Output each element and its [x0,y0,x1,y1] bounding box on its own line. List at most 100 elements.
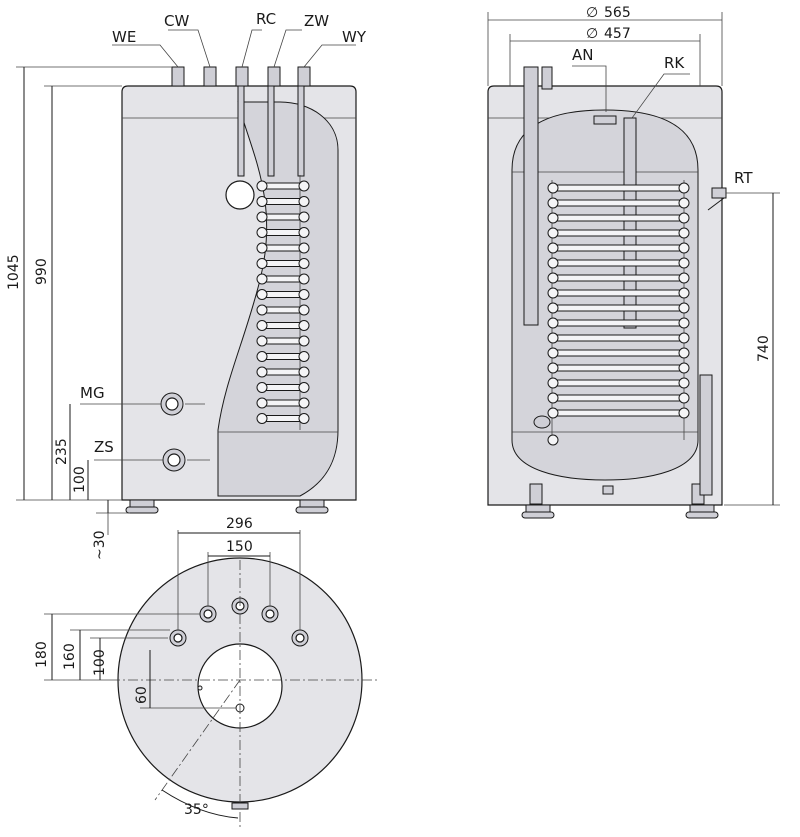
side-coil-loop [552,214,685,222]
front-coil-end [256,351,268,362]
label-cw: CW [164,12,189,30]
front-coil-loop [261,198,305,205]
side-coil-end [547,392,559,404]
anode-rod [523,66,539,326]
front-coil-loop [261,229,305,236]
side-coil-loop [552,319,685,327]
side-coil-end [547,302,559,314]
side-coil-end [547,257,559,269]
front-coil-end [298,242,310,254]
side-coil-group [547,182,690,419]
side-coil-loop [552,334,685,342]
side-coil-end [547,182,559,194]
front-coil-end [298,227,310,238]
side-coil-loop [552,304,685,312]
front-coil-end [298,211,310,223]
side-coil-end [678,392,690,404]
diameter-symbol-inner: ∅ [586,26,598,42]
side-coil-end [547,212,559,224]
front-coil-end [256,196,268,207]
front-coil-group [256,180,310,424]
side-coil-end [547,242,559,254]
side-coil-end [678,317,690,329]
label-mg: MG [80,384,105,402]
front-coil-end [298,397,310,409]
pipe-cw [203,66,217,87]
front-coil-end [256,211,268,223]
side-coil-loop [552,349,685,357]
front-coil-end [298,335,310,347]
dim-1045: 1045 [6,254,22,290]
label-an: AN [572,46,593,64]
side-coil-end [678,257,690,269]
side-coil-loop [552,184,685,192]
front-coil-end [256,227,268,238]
side-coil-loop [552,289,685,297]
front-coil-end [298,180,310,192]
side-coil-end [678,287,690,299]
front-coil-loop [261,182,305,190]
front-coil-loop [261,275,305,283]
side-coil-end [547,377,559,389]
front-coil-end [298,196,310,207]
front-coil-end [298,304,310,316]
front-coil-loop [261,353,305,360]
side-coil-loop [552,409,685,417]
label-rt: RT [734,169,753,187]
front-coil-end [256,289,268,300]
side-coil-loop [552,379,685,387]
dim-565: 565 [604,5,631,21]
label-rk: RK [664,54,685,72]
dim-740: 740 [756,335,772,362]
front-coil-loop [261,291,305,298]
label-wy: WY [342,28,367,46]
pipe-zw [267,66,281,87]
dim-100-front: 100 [72,466,88,493]
side-coil-end [547,197,559,209]
front-coil-end [256,366,268,378]
side-coil-end [547,347,559,359]
front-coil-loop [261,415,305,422]
front-coil-end [298,413,310,424]
side-view: ∅ 565 ∅ 457 AN RK RT 740 [487,5,780,519]
side-coil-end [547,227,559,239]
front-coil-end [256,397,268,409]
dim-457: 457 [604,26,631,42]
front-coil-loop [261,337,305,345]
side-coil-end [678,242,690,254]
side-coil-end [547,272,559,284]
front-coil-end [256,304,268,316]
front-foot-right-pad [295,506,329,514]
side-coil-loop [552,394,685,402]
dim-296: 296 [226,516,253,532]
front-coil-loop [261,260,305,267]
dim-feet: ~30 [92,530,108,560]
front-coil-loop [261,384,305,391]
side-coil-end [678,302,690,314]
dim-60: 60 [134,686,150,704]
dim-990: 990 [34,258,50,285]
front-coil-end [256,242,268,254]
side-coil-end [547,362,559,374]
label-zs: ZS [94,438,114,456]
side-coil-end [678,272,690,284]
front-foot-right [299,499,325,508]
side-coil-loop [552,274,685,282]
top-view: 296 150 180 160 100 60 35° [34,516,380,830]
diameter-symbol-outer: ∅ [586,5,598,21]
front-coil-end [298,351,310,362]
side-coil-end [678,332,690,344]
front-coil-end [256,320,268,331]
side-coil-end [547,317,559,329]
front-coil-end [298,382,310,393]
front-foot-left [129,499,155,508]
front-coil-end [256,382,268,393]
front-coil-loop [261,213,305,221]
dim-160: 160 [62,643,78,670]
side-coil-loop [552,229,685,237]
front-coil-end [256,413,268,424]
front-coil-end [256,258,268,269]
side-coil-end [678,362,690,374]
front-coil-end [256,335,268,347]
